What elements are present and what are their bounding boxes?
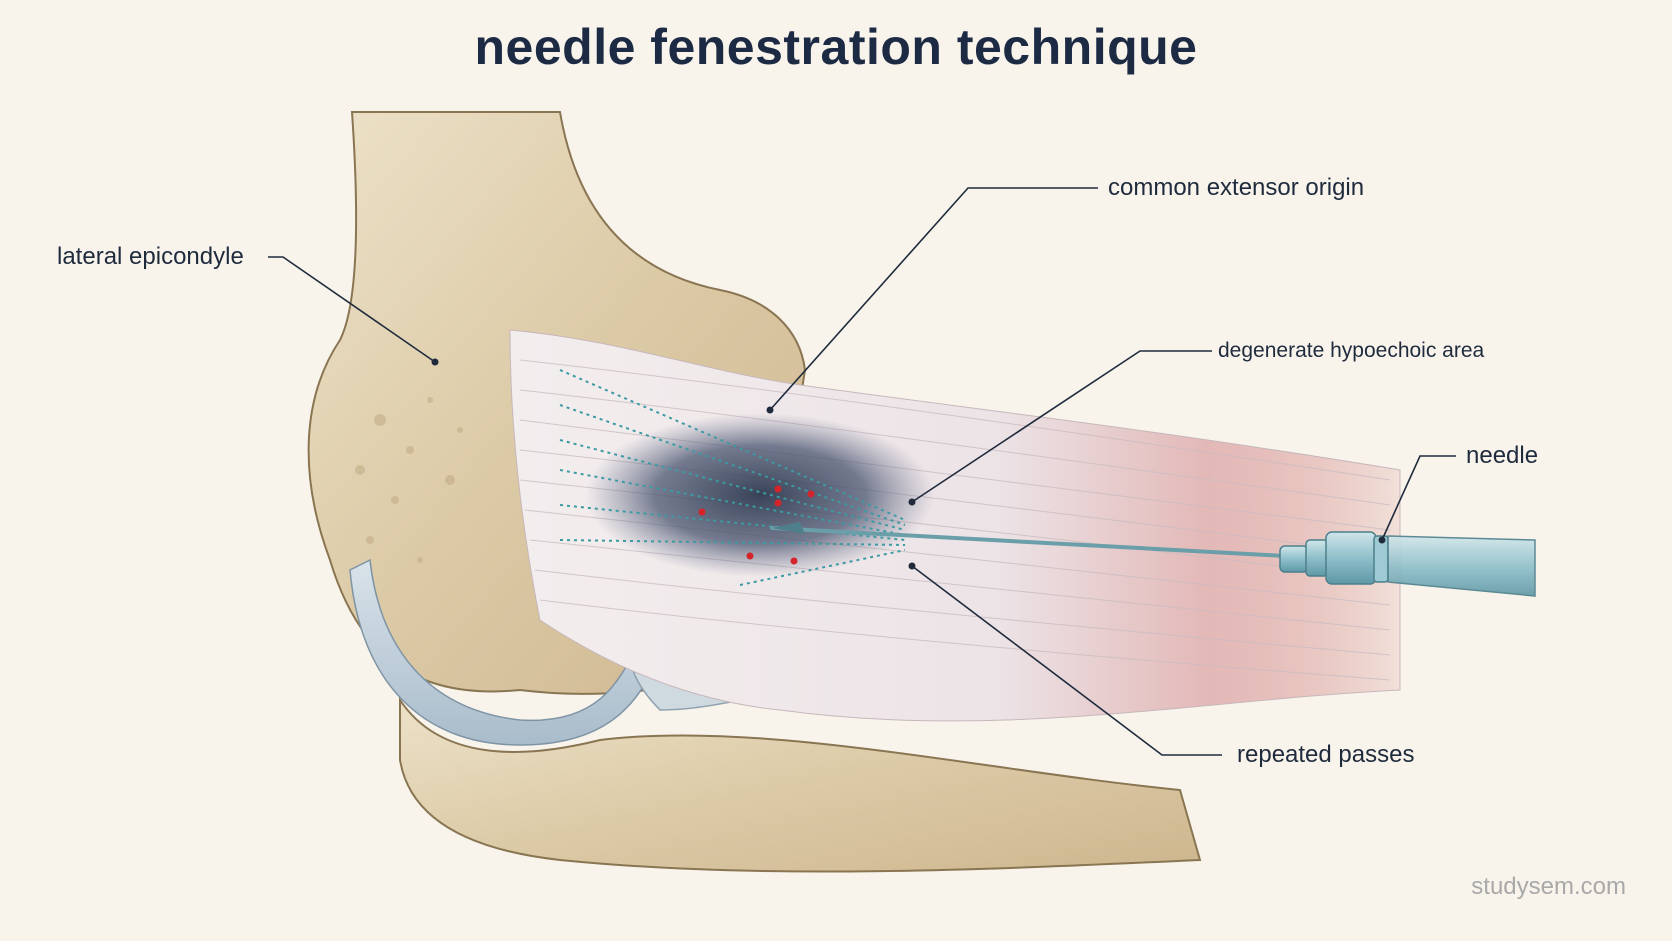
degenerate-lesion: [585, 413, 935, 577]
bleed-dots: [698, 485, 815, 565]
needle-shaft: [770, 526, 1287, 558]
label-needle: needle: [1466, 442, 1539, 469]
watermark: studysem.com: [1471, 873, 1626, 900]
syringe: [1279, 531, 1536, 597]
leader-lines: [268, 187, 1456, 756]
label-repeated-passes: repeated passes: [1237, 741, 1415, 768]
forearm-bone: [399, 696, 1202, 873]
needle-pass-tracks: [559, 369, 906, 586]
leader-dots: [431, 358, 1386, 570]
bone-texture: [355, 397, 463, 563]
label-degenerate-hypoechoic-area: degenerate hypoechoic area: [1218, 339, 1485, 362]
label-common-extensor-origin: common extensor origin: [1108, 174, 1365, 201]
needle-tip: [772, 522, 805, 534]
label-lateral-epicondyle: lateral epicondyle: [57, 243, 244, 270]
page-title: needle fenestration technique: [474, 19, 1198, 75]
